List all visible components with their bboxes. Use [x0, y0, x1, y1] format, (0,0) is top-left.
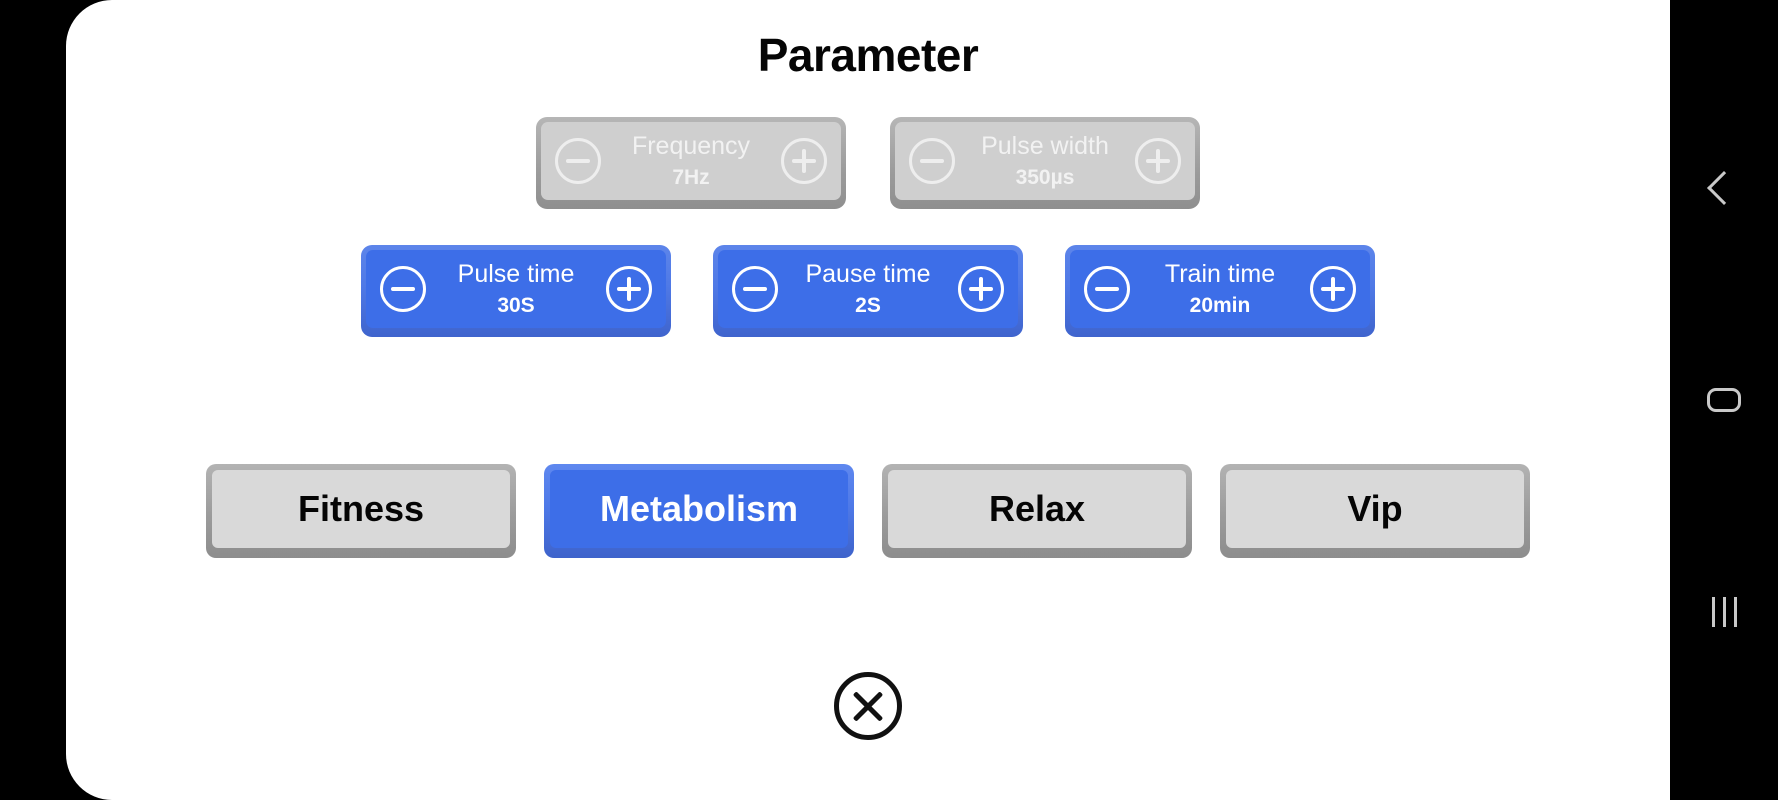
stepper-train-time-center: Train time 20min	[1130, 261, 1310, 316]
minus-circle-icon[interactable]	[1084, 266, 1130, 312]
mode-button-fitness-label: Fitness	[212, 470, 510, 548]
minus-circle-icon[interactable]	[909, 138, 955, 184]
stepper-pulse-time-center: Pulse time 30S	[426, 261, 606, 316]
app-surface: Parameter Frequency 7Hz	[66, 0, 1670, 800]
stepper-pulse-time-inner: Pulse time 30S	[366, 250, 666, 328]
plus-circle-icon[interactable]	[1310, 266, 1356, 312]
stepper-train-time-label: Train time	[1164, 260, 1276, 289]
plus-circle-icon[interactable]	[958, 266, 1004, 312]
stepper-pause-time-label: Pause time	[805, 260, 931, 289]
stepper-frequency-center: Frequency 7Hz	[601, 133, 781, 188]
chevron-left-icon[interactable]	[1693, 157, 1755, 219]
stepper-train-time[interactable]: Train time 20min	[1065, 245, 1375, 337]
adjustable-parameters-row: Pulse time 30S Pause time 2S	[66, 245, 1670, 337]
mode-button-fitness[interactable]: Fitness	[206, 464, 516, 558]
minus-circle-icon[interactable]	[555, 138, 601, 184]
stepper-pulse-width[interactable]: Pulse width 350µs	[890, 117, 1200, 209]
stepper-train-time-value: 20min	[1189, 293, 1251, 317]
close-circle-icon[interactable]	[834, 672, 902, 740]
mode-button-metabolism-label: Metabolism	[550, 470, 848, 548]
stepper-pulse-width-center: Pulse width 350µs	[955, 133, 1135, 188]
stepper-pulse-time-label: Pulse time	[457, 260, 575, 289]
stepper-train-time-inner: Train time 20min	[1070, 250, 1370, 328]
locked-parameters-row: Frequency 7Hz Pulse width 350µs	[66, 117, 1670, 209]
stepper-pulse-time-value: 30S	[497, 293, 535, 317]
android-nav-bar	[1670, 0, 1778, 800]
stepper-pause-time-inner: Pause time 2S	[718, 250, 1018, 328]
stepper-frequency[interactable]: Frequency 7Hz	[536, 117, 846, 209]
page-title: Parameter	[757, 29, 979, 81]
mode-button-relax-label: Relax	[888, 470, 1186, 548]
mode-button-metabolism[interactable]: Metabolism	[544, 464, 854, 558]
minus-circle-icon[interactable]	[732, 266, 778, 312]
plus-circle-icon[interactable]	[781, 138, 827, 184]
stepper-pause-time-center: Pause time 2S	[778, 261, 958, 316]
minus-circle-icon[interactable]	[380, 266, 426, 312]
plus-circle-icon[interactable]	[1135, 138, 1181, 184]
mode-buttons-row: Fitness Metabolism Relax Vip	[66, 464, 1670, 558]
stepper-frequency-inner: Frequency 7Hz	[541, 122, 841, 200]
plus-circle-icon[interactable]	[606, 266, 652, 312]
stepper-pulse-time[interactable]: Pulse time 30S	[361, 245, 671, 337]
home-rounded-rect-icon[interactable]	[1693, 369, 1755, 431]
stepper-frequency-label: Frequency	[631, 132, 751, 161]
stepper-pulse-width-inner: Pulse width 350µs	[895, 122, 1195, 200]
mode-button-relax[interactable]: Relax	[882, 464, 1192, 558]
mode-button-vip-label: Vip	[1226, 470, 1524, 548]
stepper-pause-time[interactable]: Pause time 2S	[713, 245, 1023, 337]
stepper-pulse-width-value: 350µs	[1015, 165, 1075, 189]
mode-button-vip[interactable]: Vip	[1220, 464, 1530, 558]
stepper-frequency-value: 7Hz	[672, 165, 710, 189]
recents-bars-icon[interactable]	[1693, 581, 1755, 643]
stepper-pause-time-value: 2S	[855, 293, 881, 317]
stepper-pulse-width-label: Pulse width	[981, 132, 1109, 161]
